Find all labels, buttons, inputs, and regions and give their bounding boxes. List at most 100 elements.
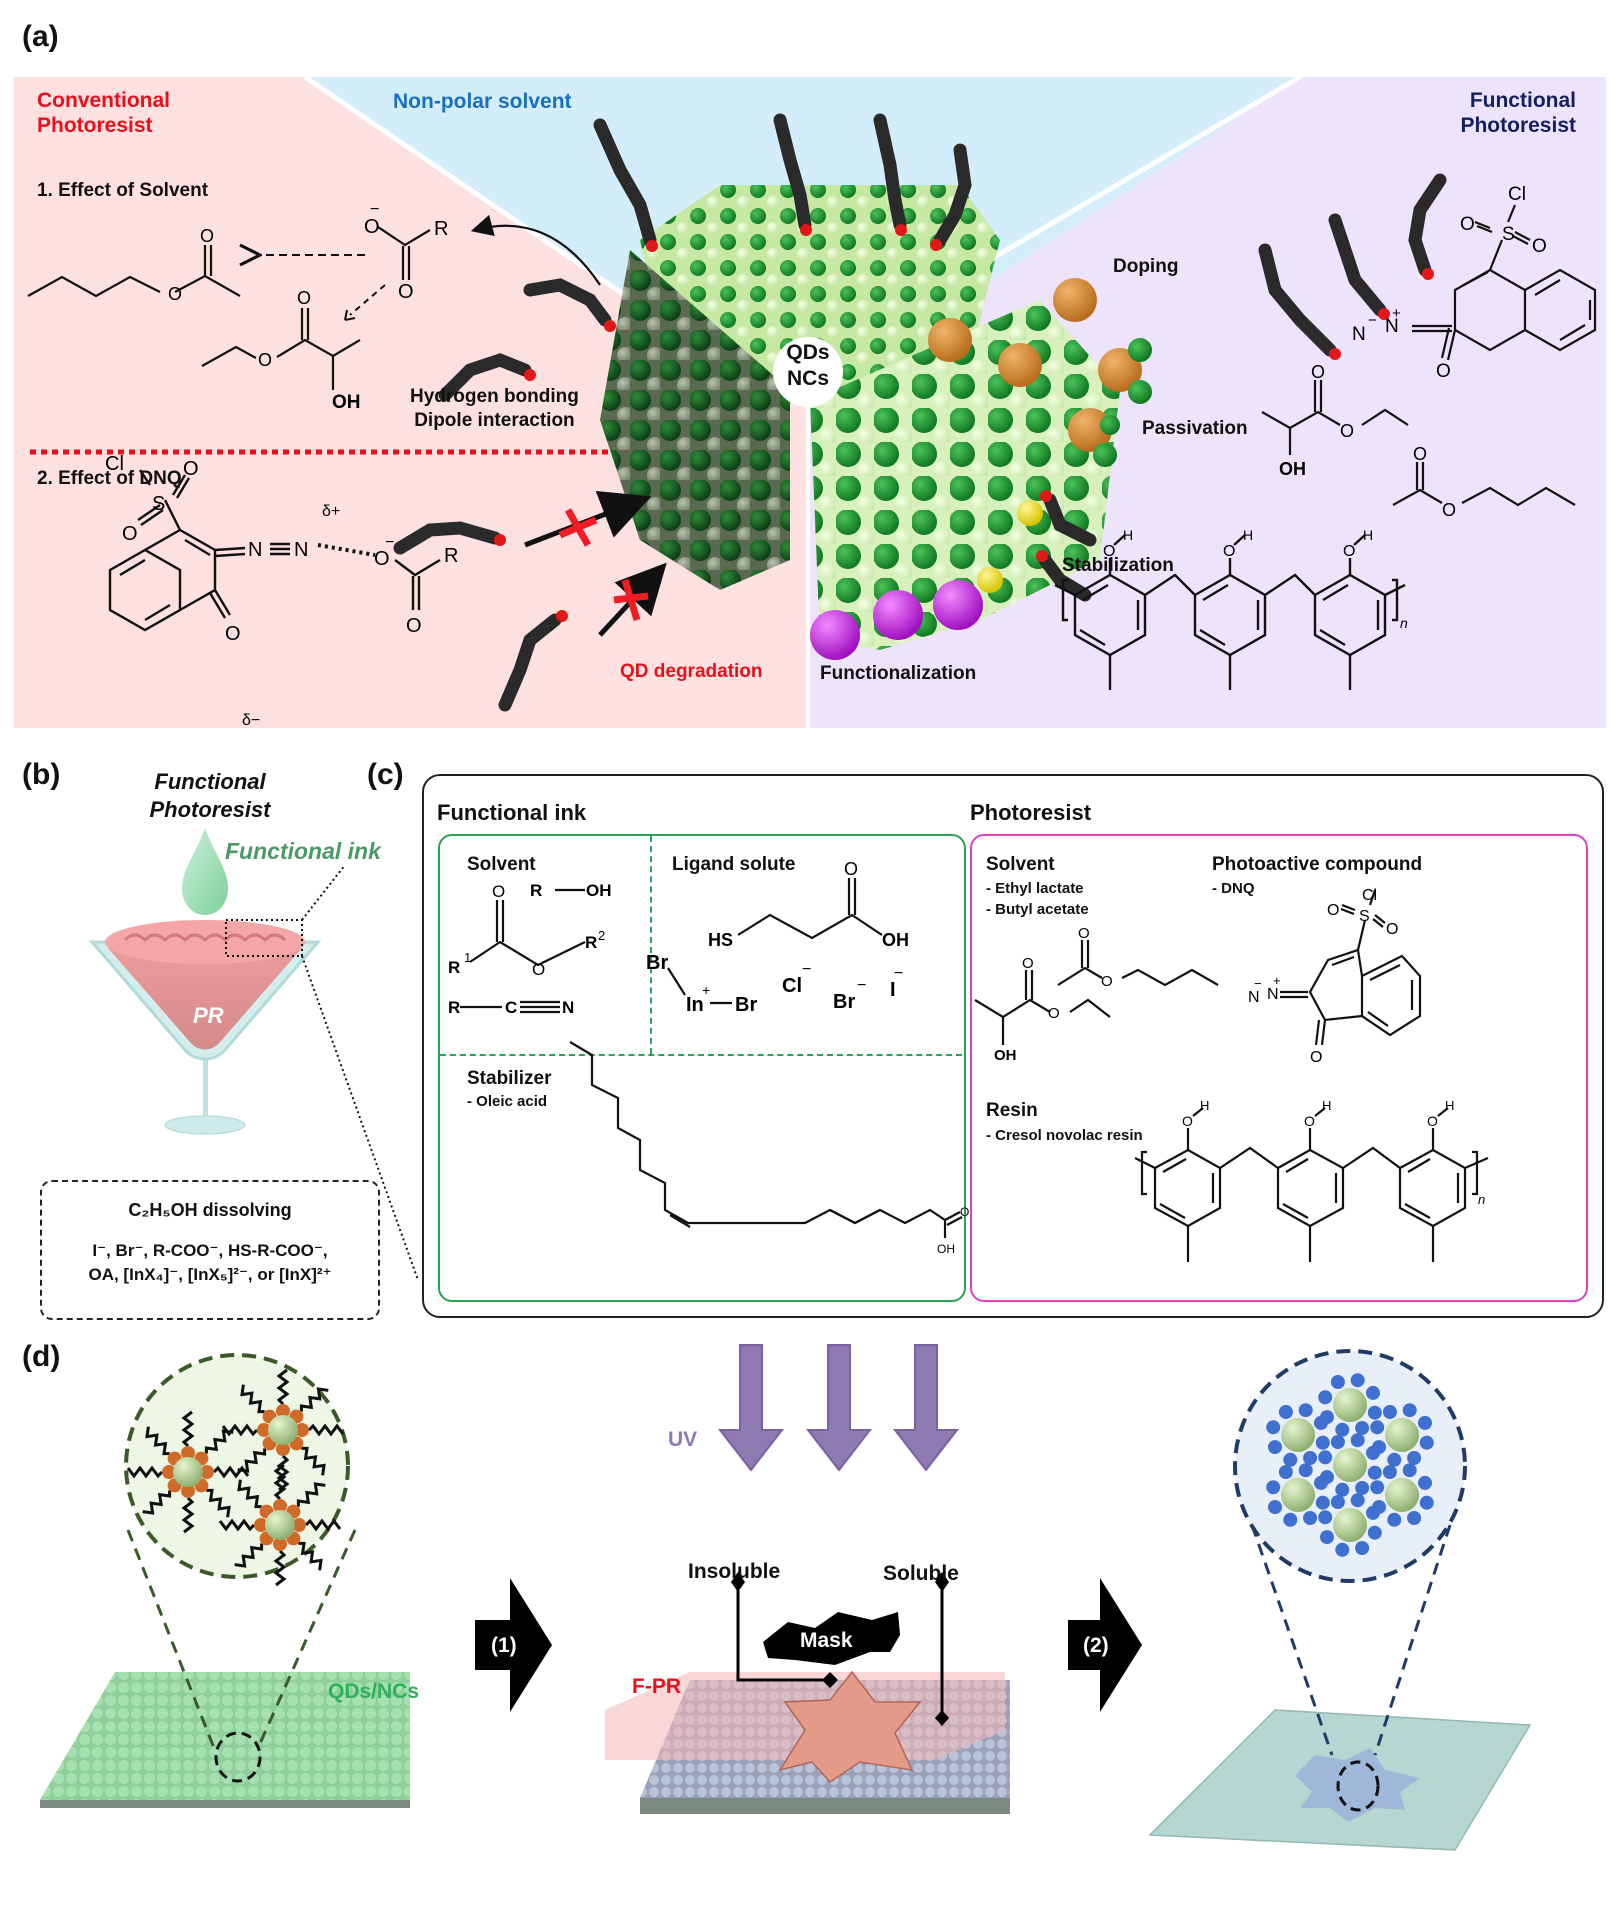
photoresist-box	[970, 834, 1588, 1302]
dissolving-ions-2: OA, [InX₄]⁻, [InX₅]²⁻, or [InX]²⁺	[88, 1265, 332, 1284]
uv-label: UV	[668, 1428, 698, 1451]
svg-text:I: I	[890, 979, 896, 1001]
ligand-dot	[1382, 1405, 1397, 1419]
capped-qd	[126, 1410, 250, 1534]
svg-text:H: H	[1363, 527, 1373, 543]
qd-film-label: QDs/NCs	[328, 1680, 420, 1703]
svg-text:O: O	[1048, 1005, 1060, 1022]
passivation-label: Passivation	[1142, 418, 1248, 439]
effect-dnq-heading: 2. Effect of DNQ	[37, 468, 182, 489]
blocked-arrows	[524, 491, 667, 637]
ligand-dot	[1315, 1435, 1330, 1450]
ligand-dot	[1355, 1421, 1370, 1435]
svg-text:O: O	[168, 284, 182, 304]
svg-text:+: +	[1392, 305, 1401, 322]
star-pattern	[778, 1670, 922, 1783]
interaction-label: Hydrogen bonding Dipole interaction	[410, 386, 579, 431]
ligand-dot	[1382, 1465, 1397, 1479]
svg-text:H: H	[1123, 527, 1133, 543]
ligand-dot	[1402, 1403, 1417, 1418]
stabilizer-subtitle: - Oleic acid	[467, 1093, 548, 1110]
photoactive-heading: Photoactive compound	[1212, 854, 1423, 875]
ligand-dot	[1318, 1450, 1333, 1465]
ligand-dot	[1350, 1433, 1365, 1448]
ligand-dot	[1318, 1510, 1333, 1525]
svg-text:Cl: Cl	[1508, 184, 1526, 205]
stabilizer-heading: Stabilizer	[467, 1068, 552, 1089]
ligand-dot	[1350, 1493, 1365, 1508]
svg-text:R: R	[585, 933, 597, 952]
svg-text:O: O	[364, 216, 380, 238]
svg-text:R: R	[448, 998, 460, 1017]
red-cross-icon	[558, 508, 649, 622]
svg-text:S: S	[1502, 224, 1515, 245]
svg-text:O: O	[225, 623, 241, 645]
dissolving-title: C₂H₅OH dissolving	[128, 1200, 292, 1220]
svg-text:−: −	[385, 534, 394, 551]
effect-solvent-heading: 1. Effect of Solvent	[37, 180, 209, 201]
svg-text:N: N	[1352, 324, 1366, 345]
ligand-dot	[1268, 1500, 1282, 1515]
svg-text:O: O	[960, 1205, 969, 1219]
dnq-complex-structure	[108, 469, 441, 632]
qd-film	[40, 1672, 410, 1808]
svg-text:δ−: δ−	[242, 712, 260, 729]
ligand-dot	[1268, 1440, 1282, 1455]
svg-text:In: In	[686, 994, 704, 1016]
pr-solvent-heading: Solvent	[986, 854, 1055, 875]
core-label: QDs NCs	[786, 341, 830, 390]
svg-text:Cl: Cl	[105, 453, 124, 475]
qd-core	[1385, 1418, 1419, 1452]
svg-text:O: O	[1413, 444, 1427, 464]
glass-illustration	[88, 828, 419, 1281]
ligand-dot	[1330, 1495, 1345, 1509]
panel-b-label: (b)	[22, 758, 61, 791]
svg-text:O: O	[1386, 921, 1398, 938]
pr-solvent-item: - Ethyl lactate	[986, 880, 1084, 897]
pr-solvent-item: - Butyl acetate	[986, 901, 1089, 918]
dnq-structure-right	[1412, 204, 1597, 361]
dissolving-ions-1: I⁻, Br⁻, R-COO⁻, HS-R-COO⁻,	[92, 1241, 328, 1260]
functional-ink-box	[438, 834, 966, 1302]
svg-text:N: N	[248, 539, 262, 561]
svg-text:O: O	[122, 523, 138, 545]
functional-ink-title: Functional ink	[437, 800, 587, 825]
svg-text:OH: OH	[994, 1047, 1017, 1064]
ligand-dot	[1355, 1481, 1370, 1495]
ligand-dot	[1370, 1480, 1385, 1495]
stabilization-thiols	[977, 500, 1043, 593]
svg-text:1: 1	[464, 950, 471, 965]
svg-text:O: O	[1532, 236, 1547, 257]
qd-core	[1333, 1388, 1367, 1422]
svg-text:H: H	[1243, 527, 1253, 543]
ligand-chain	[393, 113, 1447, 712]
svg-text:Br: Br	[735, 994, 757, 1016]
insoluble-label: Insoluble	[688, 1560, 781, 1583]
svg-text:n: n	[1400, 615, 1408, 631]
qd-degradation-label: QD degradation	[620, 661, 763, 682]
qd-core	[1333, 1508, 1367, 1542]
ligand-dot	[1367, 1525, 1382, 1540]
ligand-solute-heading: Ligand solute	[672, 854, 796, 875]
svg-text:O: O	[1304, 1113, 1315, 1129]
svg-text:C: C	[505, 998, 517, 1017]
svg-text:OH: OH	[1279, 459, 1306, 479]
uv-arrows	[717, 1344, 960, 1472]
ligand-dot	[1298, 1463, 1313, 1478]
svg-text:OH: OH	[937, 1242, 955, 1256]
ligand-dot	[1367, 1465, 1382, 1480]
svg-text:O: O	[1327, 902, 1339, 919]
step2-label: (2)	[1083, 1634, 1109, 1657]
svg-text:O: O	[1182, 1113, 1193, 1129]
ligand-dot	[1387, 1512, 1402, 1527]
ligand-dot	[1418, 1415, 1432, 1430]
panel-d-illustration	[40, 1344, 1532, 1851]
svg-text:N: N	[1248, 989, 1260, 1006]
svg-text:−: −	[802, 961, 811, 978]
svg-text:−: −	[370, 201, 379, 218]
stabilization-label: Stabilization	[1062, 555, 1174, 576]
step1-arrow	[475, 1578, 552, 1712]
svg-text:O: O	[1311, 362, 1325, 382]
qd-core	[1333, 1448, 1367, 1482]
functional-ink-structures: O R OH R 1 O R 2 R C N HS O OH Br In + B…	[448, 859, 969, 1256]
